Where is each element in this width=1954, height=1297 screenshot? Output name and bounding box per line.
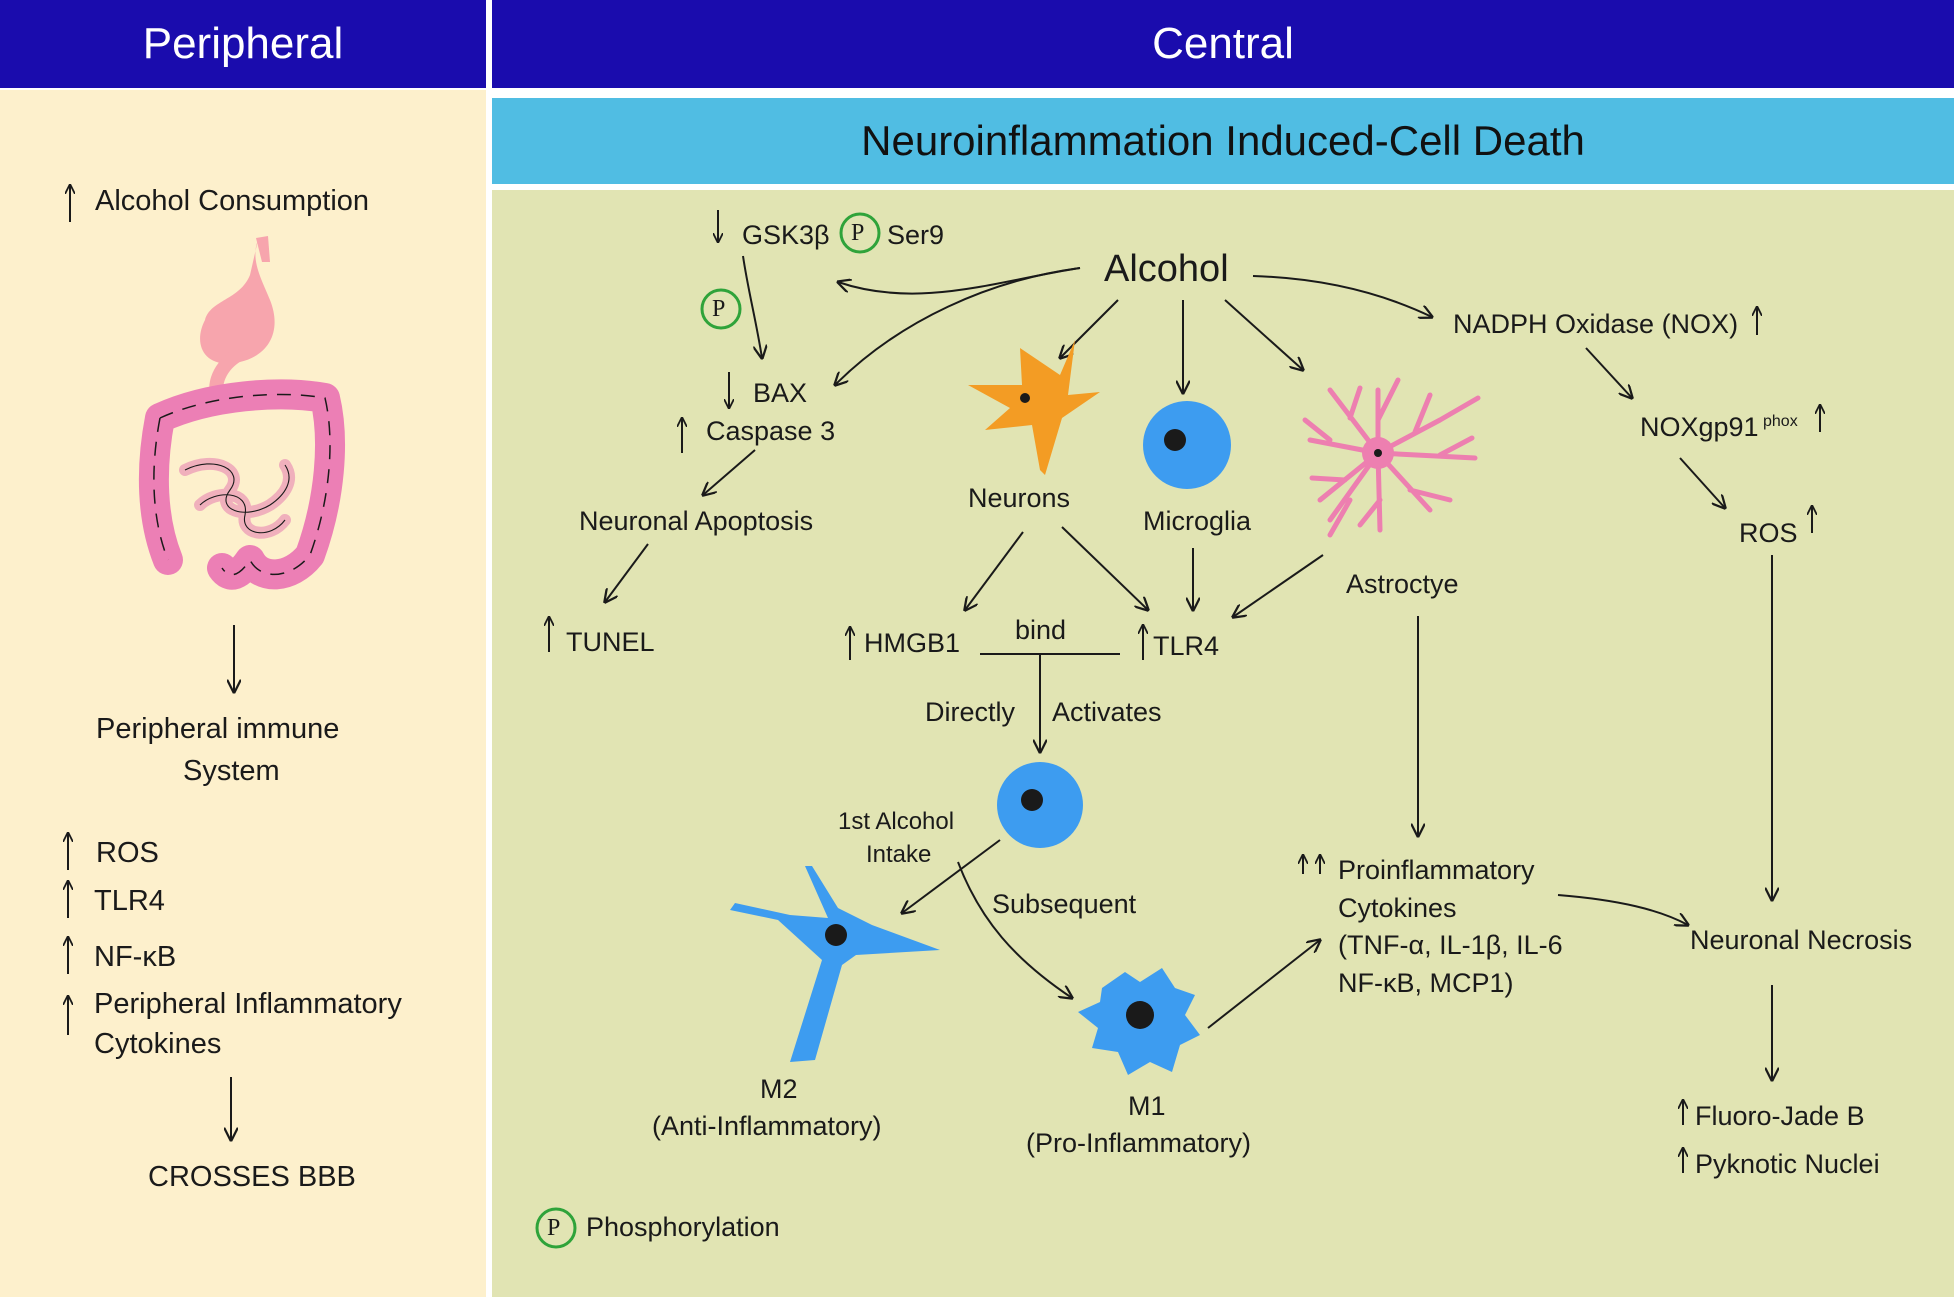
ser9-label: Ser9 [887,220,945,250]
activates-label: Activates [1052,697,1162,727]
bind-label: bind [1015,615,1067,645]
peripheral-cytokines-line1: Peripheral Inflammatory [94,988,402,1020]
tlr4-label: TLR4 [1153,631,1220,661]
ser9-phospho-p: P [851,220,865,246]
peripheral-header: Peripheral [0,0,486,88]
peripheral-cytokines-line2: Cytokines [94,1028,222,1060]
astrocyte-label: Astroctye [1346,569,1459,599]
neuron-cell [968,340,1100,475]
central-arrows [549,210,1820,1173]
microglia-label: Microglia [1143,506,1252,536]
peripheral-crosses-bbb: CROSSES BBB [148,1161,356,1193]
caspase3-label: Caspase 3 [706,416,836,446]
peripheral-nfkb: NF-κB [94,941,177,973]
noxgp91-label: NOXgp91 [1640,412,1759,442]
m1-subtitle: (Pro-Inflammatory) [1026,1128,1252,1158]
m2-subtitle: (Anti-Inflammatory) [652,1111,882,1141]
central-header: Central [492,0,1954,88]
proinflammatory-line2: Cytokines [1338,893,1457,923]
m1-label: M1 [1128,1091,1166,1121]
peripheral-tlr4: TLR4 [94,885,165,917]
central-title: Central [1152,19,1294,68]
phox-superscript: phox [1763,413,1798,430]
subheader-title: Neuroinflammation Induced-Cell Death [861,117,1585,164]
central-subheader: Neuroinflammation Induced-Cell Death [492,98,1954,184]
directly-label: Directly [925,697,1016,727]
legend-phosphorylation: Phosphorylation [586,1212,780,1242]
bax-phospho-p: P [712,296,726,322]
gut-illustration [138,236,345,590]
peripheral-immune-line2: System [183,755,280,787]
phospho-circles [535,212,881,1249]
m1-cell [1078,968,1200,1075]
legend-phospho-p: P [547,1215,561,1241]
proinflammatory-line4: NF-κB, MCP1) [1338,968,1514,998]
first-intake-line2: Intake [866,841,932,868]
proinflammatory-line3: (TNF-α, IL-1β, IL-6 [1338,930,1563,960]
microglia-cell [1143,401,1231,489]
ros-label: ROS [1739,518,1798,548]
peripheral-up-arrows [68,185,70,1035]
central-panel [492,190,1954,1297]
peripheral-immune-line1: Peripheral immune [96,713,340,745]
bax-label: BAX [753,378,808,408]
subsequent-label: Subsequent [992,889,1137,919]
peripheral-alcohol-consumption: Alcohol Consumption [95,185,370,217]
m2-cell [730,866,940,1062]
hmgb1-label: HMGB1 [864,628,961,658]
peripheral-ros: ROS [96,837,159,869]
neuronal-necrosis-label: Neuronal Necrosis [1690,925,1913,955]
first-intake-line1: 1st Alcohol [838,808,955,835]
nadph-oxidase-label: NADPH Oxidase (NOX) [1453,309,1739,339]
pyknotic-nuclei-label: Pyknotic Nuclei [1695,1149,1880,1179]
gsk3b-label: GSK3β [742,220,830,250]
peripheral-title: Peripheral [142,19,344,68]
microglia-activated-cell [997,762,1083,848]
proinflammatory-line1: Proinflammatory [1338,855,1535,885]
central-alcohol: Alcohol [1104,248,1229,290]
neuronal-apoptosis-label: Neuronal Apoptosis [579,506,814,536]
m2-label: M2 [760,1074,798,1104]
fluoro-jade-label: Fluoro-Jade B [1695,1101,1865,1131]
astrocyte-cell [1302,377,1481,538]
neurons-label: Neurons [968,483,1071,513]
tunel-label: TUNEL [566,627,655,657]
